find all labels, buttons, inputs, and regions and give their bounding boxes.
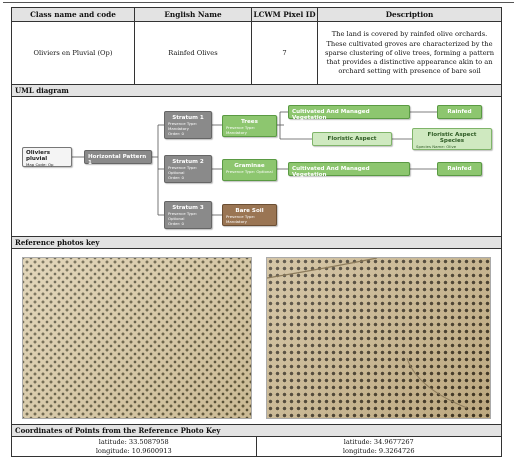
uml-stratum-2-title: Stratum 2 xyxy=(172,159,204,165)
uml-stratum-2: Stratum 2 Presence Type: Optional Order:… xyxy=(164,155,212,183)
uml-trees: Trees Presence Type: Mandatory xyxy=(222,115,277,137)
photos-section-title: Reference photos key xyxy=(12,237,501,249)
uml-stratum-1-order: Order: 0 xyxy=(168,131,185,136)
uml-root-code: Map Code: Op xyxy=(26,162,54,167)
header-description: Description xyxy=(385,10,434,19)
uml-section-title: UML diagram xyxy=(12,85,501,97)
coordinates-row: latitude: 33.5087958 longitude: 10.96009… xyxy=(12,437,501,457)
latitude-left: latitude: 33.5087958 xyxy=(98,438,169,446)
uml-stratum-2-order: Order: 0 xyxy=(168,175,185,180)
uml-stratum-2-presence: Presence Type: Optional xyxy=(168,165,198,175)
pixel-id-cell: 7 xyxy=(252,22,318,85)
uml-floristic-species: Floristic Aspect Species Species Name: O… xyxy=(412,128,492,150)
uml-trees-presence: Presence Type: Mandatory xyxy=(226,125,256,135)
uml-trees-title: Trees xyxy=(241,119,258,125)
longitude-left: longitude: 10.9600913 xyxy=(95,447,172,455)
uml-rainfed-2-title: Rainfed xyxy=(447,166,472,172)
reference-photos xyxy=(12,249,501,425)
latitude-right: latitude: 34.9677267 xyxy=(343,438,414,446)
reference-photo-2 xyxy=(266,257,491,419)
uml-stratum-3: Stratum 3 Presence Type: Optional Order:… xyxy=(164,201,212,229)
uml-floristic-title: Floristic Aspect xyxy=(327,136,377,142)
coords-left: latitude: 33.5087958 longitude: 10.96009… xyxy=(12,437,257,457)
uml-species-title: Floristic Aspect Species xyxy=(427,132,477,144)
table-row: Oliviers en Pluvial (Op) Rainfed Olives … xyxy=(12,22,501,85)
uml-rainfed-2: Rainfed xyxy=(437,162,482,176)
uml-graminae-title: Graminae xyxy=(234,163,265,169)
uml-diagram: Oliviers pluvial Map Code: Op Horizontal… xyxy=(12,97,501,237)
uml-stratum-1-title: Stratum 1 xyxy=(172,115,204,121)
uml-stratum-3-presence: Presence Type: Optional xyxy=(168,211,198,221)
uml-root-title: Oliviers pluvial xyxy=(26,150,51,162)
uml-stratum-3-title: Stratum 3 xyxy=(172,205,204,211)
uml-species-name: Species Name: Olive xyxy=(416,144,457,149)
uml-cultivated-2-title: Cultivated And Managed Vegetation xyxy=(292,166,370,178)
uml-rainfed-1-title: Rainfed xyxy=(447,109,472,115)
table-header: Class name and code English Name LCWM Pi… xyxy=(12,8,501,22)
uml-stratum-3-order: Order: 0 xyxy=(168,221,185,226)
uml-bare-soil: Bare Soil Presence Type: Mandatory xyxy=(222,204,277,226)
reference-photo-1 xyxy=(22,257,252,419)
uml-bare-soil-presence: Presence Type: Mandatory xyxy=(226,214,256,224)
uml-horizontal-pattern: Horizontal Pattern 1 xyxy=(84,150,152,166)
coords-right: latitude: 34.9677267 longitude: 9.326472… xyxy=(257,437,502,457)
uml-graminae-presence: Presence Type: Optional xyxy=(226,169,273,174)
description-cell: The land is covered by rainfed olive orc… xyxy=(324,30,495,76)
legend-sheet: Class name and code English Name LCWM Pi… xyxy=(11,7,502,457)
class-name-cell: Oliviers en Pluvial (Op) xyxy=(12,22,135,85)
uml-floristic-aspect: Floristic Aspect xyxy=(312,132,392,146)
uml-stratum-1: Stratum 1 Presence Type: Mandatory Order… xyxy=(164,111,212,139)
uml-cultivated-vegetation-2: Cultivated And Managed Vegetation xyxy=(288,162,410,178)
header-english-name: English Name xyxy=(135,8,252,22)
uml-rainfed-1: Rainfed xyxy=(437,105,482,119)
uml-stratum-1-presence: Presence Type: Mandatory xyxy=(168,121,198,131)
longitude-right: longitude: 9.3264726 xyxy=(342,447,415,455)
header-pixel-id: LCWM Pixel ID xyxy=(252,8,318,22)
uml-root-class: Oliviers pluvial Map Code: Op xyxy=(22,147,72,167)
uml-cultivated-1-title: Cultivated And Managed Vegetation xyxy=(292,109,370,121)
uml-bare-soil-title: Bare Soil xyxy=(235,208,264,214)
photo-2-tracks xyxy=(267,258,468,409)
header-class-name: Class name and code xyxy=(12,8,135,22)
uml-pattern-title: Horizontal Pattern 1 xyxy=(88,154,147,166)
uml-connectors xyxy=(72,111,437,216)
english-name-cell: Rainfed Olives xyxy=(135,22,252,85)
uml-graminae: Graminae Presence Type: Optional xyxy=(222,159,277,181)
coords-section-title: Coordinates of Points from the Reference… xyxy=(12,425,501,437)
top-rule xyxy=(3,2,514,3)
uml-cultivated-vegetation-1: Cultivated And Managed Vegetation xyxy=(288,105,410,121)
